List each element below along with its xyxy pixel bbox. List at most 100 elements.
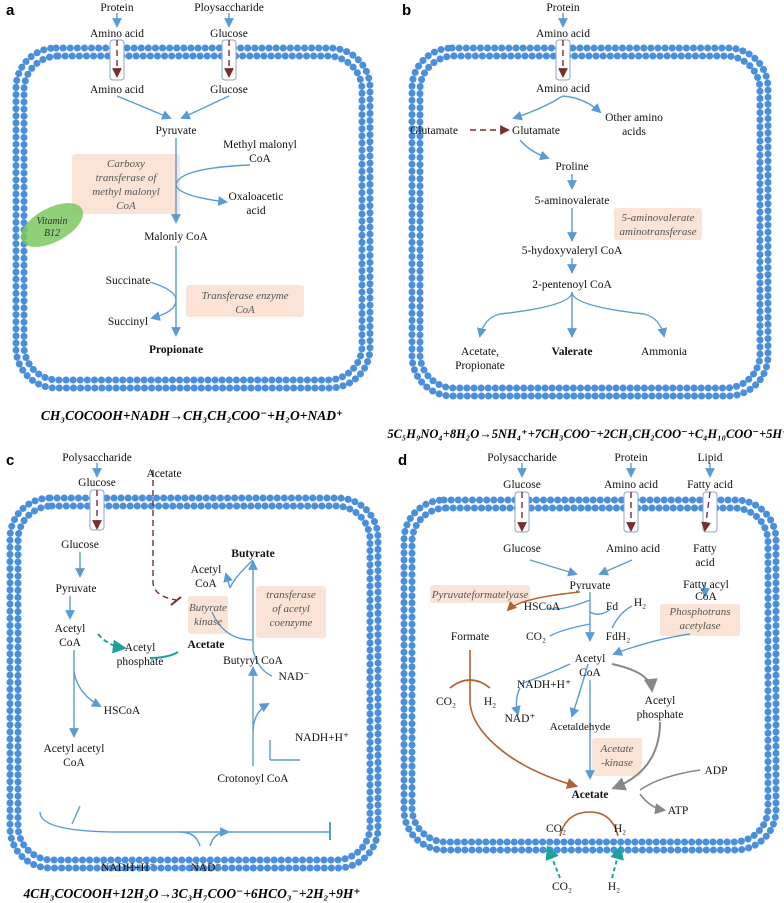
- c-nadh-2: NADH+H⁻: [101, 862, 155, 874]
- d-h2-c: H₂: [614, 823, 626, 835]
- d-fatty-acyl-2: CoA: [695, 591, 717, 603]
- c-acetyl-phosphate-2: phosphate: [117, 656, 164, 668]
- b-glutamate-out: Glutamate: [410, 125, 458, 137]
- d-hscoa: HSCoA: [524, 601, 561, 613]
- membrane-d: [400, 496, 780, 854]
- d-acetyl-coa-2: CoA: [579, 667, 601, 679]
- a-glucose-out: Glucose: [210, 28, 248, 40]
- b-aminovalerate: 5-aminovalerate: [535, 195, 610, 207]
- d-acetaldehyde: Acetaldehyde: [550, 721, 611, 733]
- d-phospho-2: acetylase: [680, 620, 721, 632]
- panel-c-labels: c Polysaccharide Glucose Acetate Glucose…: [6, 452, 360, 901]
- c-acetyl-coa-2: CoA: [59, 637, 81, 649]
- c-acetyl-phosphate-1: Acetyl: [125, 642, 156, 654]
- panel-a-arrows: [112, 13, 251, 337]
- a-vitamin-1: Vitamin: [37, 216, 68, 227]
- d-glucose-out: Glucose: [503, 479, 541, 491]
- a-oxaloacetic-2: acid: [246, 205, 265, 217]
- a-succinyl: Succinyl: [108, 316, 148, 328]
- d-acetyl-phos-2: phosphate: [637, 709, 684, 721]
- a-pyruvate: Pyruvate: [156, 125, 197, 137]
- a-succinate: Succinate: [106, 275, 151, 287]
- a-enzyme1-l3: methyl malonyl: [92, 186, 160, 198]
- d-atp: ATP: [668, 805, 688, 817]
- c-glucose-out: Glucose: [78, 477, 116, 489]
- c-nad-2: NAD⁻: [191, 862, 222, 874]
- d-co2-b: CO₂: [436, 696, 456, 708]
- panel-c-letter: c: [6, 452, 14, 469]
- a-enzyme1-l1: Carboxy: [107, 158, 145, 170]
- d-fatty-acyl-1: Fatty acyl: [683, 579, 729, 591]
- a-oxaloacetic-1: Oxaloacetic: [229, 191, 284, 203]
- a-methyl-malonyl-2: CoA: [249, 153, 271, 165]
- d-fd: Fd: [606, 601, 618, 613]
- a-equation: CH₃COCOOH+NADH→CH₃CH₂COO⁻+H₂O+NAD⁺: [41, 408, 343, 423]
- a-enzyme1-l4: CoA: [116, 200, 136, 212]
- a-methyl-malonyl-1: Methyl malonyl: [223, 139, 297, 151]
- d-fatty-acid-out: Fatty acid: [687, 479, 733, 491]
- d-co2-c: CO₂: [546, 823, 566, 835]
- panel-b-arrows: [470, 13, 668, 338]
- c-acetyl-coa-r1: Acetyl: [191, 564, 222, 576]
- b-acetate-2: Propionate: [455, 360, 505, 372]
- c-acetate-in: Acetate: [187, 639, 224, 651]
- d-pfl: Pyruvateformatelyase: [431, 589, 529, 601]
- a-enzyme1-l2: transferase of: [96, 172, 159, 184]
- a-enzyme2-l2: CoA: [235, 304, 255, 316]
- d-amino-acid-out: Amino acid: [604, 479, 658, 491]
- a-polysaccharide: Ploysaccharide: [194, 2, 264, 14]
- panel-b-letter: b: [402, 2, 411, 19]
- b-valerate: Valerate: [551, 346, 592, 358]
- c-butyrate: Butyrate: [231, 548, 274, 560]
- panel-d-labels: d Polysaccharide Protein Lipid Glucose A…: [398, 452, 733, 893]
- panel-a-labels: a Protein Ploysaccharide Amino acid Gluc…: [6, 2, 343, 423]
- c-glucose-in: Glucose: [61, 539, 99, 551]
- b-enzyme-l2: aminotransferase: [620, 226, 697, 238]
- panel-b-labels: b Protein Amino acid Amino acid Glutamat…: [387, 2, 784, 441]
- c-transferase-3: coenzyme: [270, 617, 313, 629]
- b-proline: Proline: [555, 161, 588, 173]
- d-polysaccharide: Polysaccharide: [487, 452, 557, 464]
- d-nadh: NADH+H⁺: [517, 679, 571, 691]
- panel-d-letter: d: [398, 452, 407, 469]
- b-enzyme-l1: 5-aminovalerate: [622, 212, 695, 224]
- c-acetyl-coa-1: Acetyl: [55, 623, 86, 635]
- a-propionate: Propionate: [149, 344, 203, 356]
- panel-d-arrows: [449, 463, 715, 879]
- c-crotonoyl: Crotonoyl CoA: [217, 773, 289, 785]
- d-h2-a: H₂: [634, 597, 646, 609]
- b-protein: Protein: [546, 2, 579, 14]
- c-polysaccharide: Polysaccharide: [62, 452, 132, 464]
- c-nad-1: NAD⁻: [279, 671, 310, 683]
- d-h2-b: H₂: [484, 696, 496, 708]
- c-butyrate-kinase-2: kinase: [194, 616, 222, 628]
- d-acetyl-phos-1: Acetyl: [645, 695, 676, 707]
- c-butyrate-kinase-1: Butyrate: [189, 602, 227, 614]
- c-equation: 4CH₃COCOOH+12H₂O→3C₃H₇COO⁻+6HCO₃⁻+2H₂+9H…: [23, 886, 361, 901]
- d-fatty-acid-in-2: acid: [695, 557, 714, 569]
- b-amino-acid-in: Amino acid: [536, 83, 590, 95]
- vitamin-b12-blob: [20, 203, 84, 247]
- a-enzyme2-l1: Transferase enzyme: [201, 290, 288, 302]
- membrane-a: [12, 44, 374, 392]
- d-co2-out: CO₂: [552, 881, 572, 893]
- b-other-1: Other amino: [605, 112, 663, 124]
- b-acetate-1: Acetate,: [461, 346, 499, 358]
- d-glucose-in: Glucose: [503, 543, 541, 555]
- d-adp: ADP: [704, 765, 727, 777]
- d-phospho-1: Phosphotrans: [668, 606, 730, 618]
- d-acetate: Acetate: [571, 789, 608, 801]
- d-h2-out: H₂: [608, 881, 620, 893]
- a-malonly: Malonly CoA: [144, 231, 208, 243]
- a-amino-acid-out: Amino acid: [90, 28, 144, 40]
- enzyme-boxes: [72, 154, 740, 776]
- c-acetyl-acetyl-1: Acetyl acetyl: [44, 743, 105, 755]
- b-other-2: acids: [622, 126, 646, 138]
- c-acetate-out: Acetate: [146, 468, 181, 480]
- d-formate: Formate: [451, 631, 489, 643]
- a-protein: Protein: [100, 2, 133, 14]
- a-vitamin-2: B12: [44, 228, 60, 239]
- membrane-c: [6, 494, 382, 872]
- d-pyruvate: Pyruvate: [570, 580, 611, 592]
